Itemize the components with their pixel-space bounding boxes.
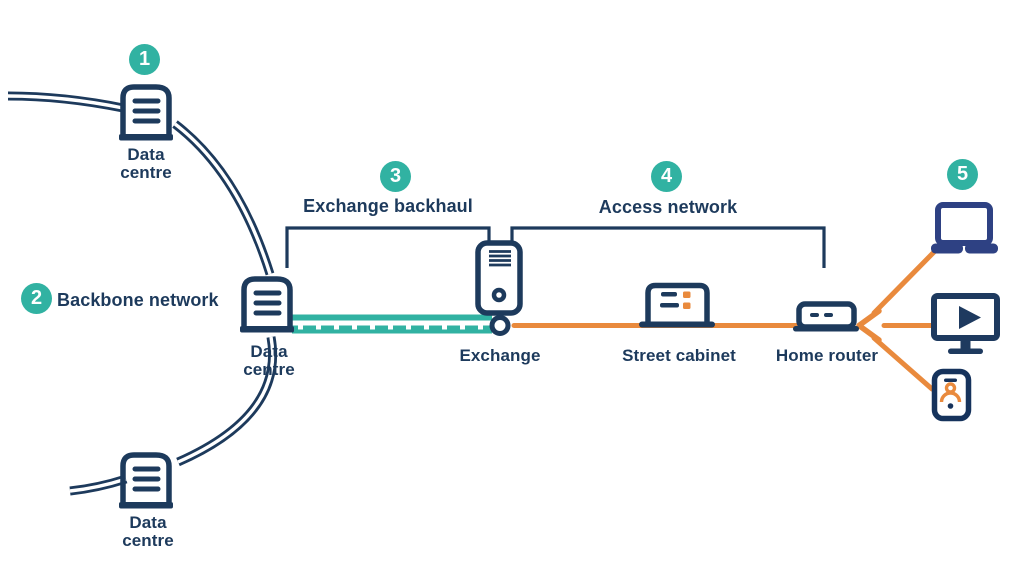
badge-data-centres: 1 (129, 44, 160, 75)
tv-play-icon (931, 293, 1000, 354)
data-centre-icon-bottom (119, 452, 173, 509)
phone-video-call-icon (931, 368, 972, 422)
device-fan-lines (856, 249, 937, 392)
badge-devices: 5 (947, 159, 978, 190)
exchange-tower-icon (475, 240, 523, 318)
badge-access: 4 (651, 161, 682, 192)
data-centre-icon-top (119, 84, 173, 141)
bracket-access-network (510, 226, 826, 268)
arrow-left-icon (856, 308, 882, 343)
router-icon (793, 301, 859, 332)
data-centre-middle-label: Data centre (243, 342, 295, 379)
laptop-icon (931, 202, 998, 254)
backbone-curve (172, 120, 275, 276)
street-cabinet-icon (639, 282, 715, 328)
data-centre-icon-middle (240, 276, 294, 333)
fibre-link-line (292, 314, 492, 334)
backbone-curve (176, 336, 278, 467)
backbone-network-label: Backbone network (57, 290, 219, 310)
bracket-exchange-backhaul (285, 226, 491, 268)
badge-backbone: 2 (21, 283, 52, 314)
home-router-label: Home router (775, 346, 879, 365)
backbone-curve (7, 91, 124, 113)
street-cabinet-label: Street cabinet (622, 346, 736, 365)
backbone-curve (69, 474, 128, 496)
exchange-label: Exchange (459, 346, 541, 365)
access-network-label: Access network (598, 197, 738, 217)
exchange-backhaul-label: Exchange backhaul (303, 196, 473, 216)
badge-backhaul: 3 (380, 161, 411, 192)
junction-node-icon (489, 315, 511, 336)
data-centre-bottom-label: Data centre (122, 513, 174, 550)
backbone-network-curves (7, 91, 278, 496)
data-centre-top-label: Data centre (120, 145, 172, 182)
